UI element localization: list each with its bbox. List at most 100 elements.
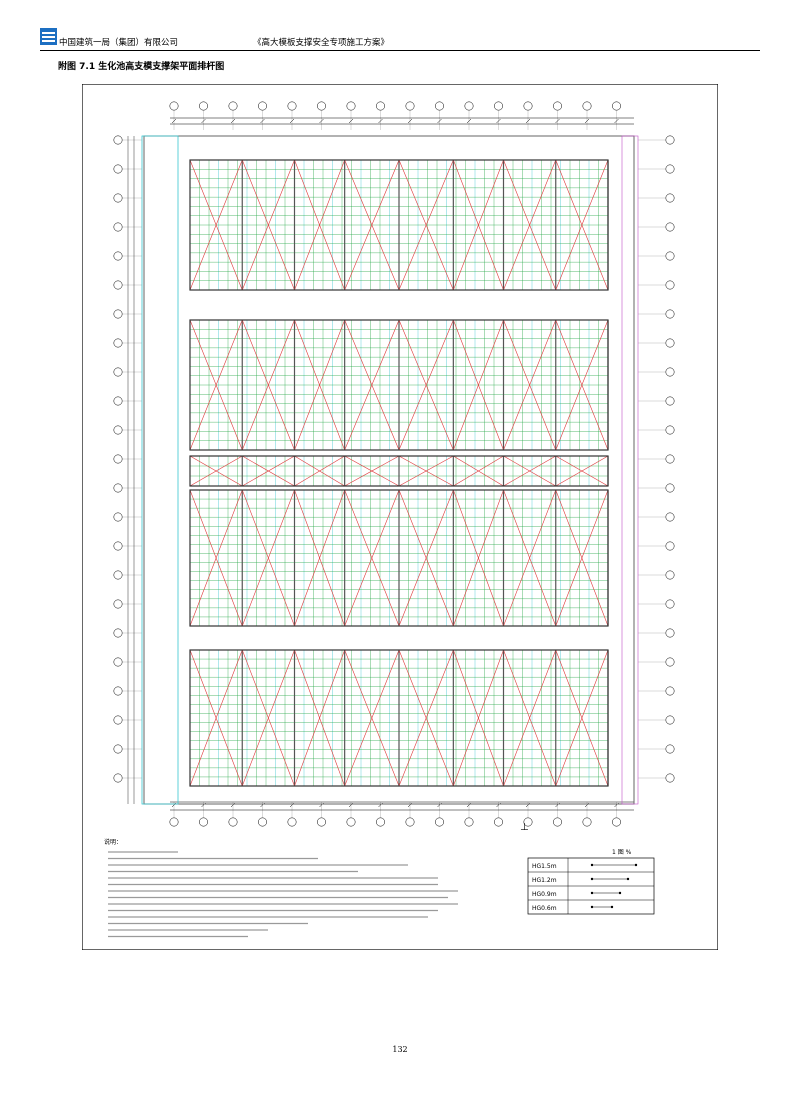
legend-symbol (590, 863, 594, 867)
diagonal-brace (555, 455, 609, 487)
support-bay (189, 455, 609, 487)
support-bays (189, 159, 609, 787)
legend-symbol (590, 877, 594, 881)
dimension-tick (348, 118, 354, 124)
diagonal-brace (503, 455, 556, 487)
bay-outline (189, 489, 609, 627)
legend-symbol (626, 877, 630, 881)
left-corridor (141, 135, 179, 805)
dimension-tick (614, 118, 619, 124)
legend-label: HG0.6m (532, 905, 557, 912)
figure-title: 附图 7.1 生化池高支模支撑架平面排杆图 (58, 62, 225, 72)
diagonal-brace (453, 649, 504, 787)
notes-block: 说明： (104, 838, 458, 938)
dimension-tick (230, 118, 236, 124)
diagonal-brace (503, 489, 557, 627)
legend-label: HG1.5m (532, 863, 557, 870)
dimension-tick (378, 118, 383, 124)
dimension-tick (525, 118, 531, 124)
dimension-tick (437, 118, 442, 124)
legend-symbol (590, 891, 594, 895)
diagonal-brace (241, 159, 295, 291)
dimension-lines (127, 117, 634, 811)
support-bay (189, 489, 609, 627)
diagonal-brace (294, 649, 345, 787)
diagonal-brace (453, 319, 504, 451)
page-number: 132 (392, 1045, 408, 1054)
right-corridor (621, 135, 639, 805)
diagonal-brace (294, 159, 345, 291)
left-axis-bubbles (113, 135, 142, 783)
legend-symbol (634, 863, 638, 867)
diagonal-brace (398, 455, 454, 487)
diagonal-brace (294, 455, 345, 487)
legend-symbol (610, 905, 614, 909)
diagonal-brace (189, 649, 243, 787)
bay-outline (189, 319, 609, 451)
company-logo (40, 28, 57, 45)
dimension-tick (171, 118, 177, 124)
bay-outline (189, 455, 609, 487)
legend-label: HG0.9m (532, 891, 557, 898)
dimension-tick (584, 118, 590, 124)
right-axis-bubbles (638, 135, 675, 783)
diagonal-brace (555, 159, 609, 291)
legend-symbol (590, 905, 594, 909)
diagonal-brace (189, 319, 243, 451)
diagonal-brace (189, 455, 243, 487)
legend-symbol (618, 891, 622, 895)
diagonal-brace (555, 319, 609, 451)
bay-outline (189, 159, 609, 291)
page-header: 中国建筑一局（集团）有限公司 《高大模板支撑安全专项施工方案》 (40, 28, 760, 51)
support-bay (189, 159, 609, 291)
dimension-tick (466, 118, 472, 124)
company-name: 中国建筑一局（集团）有限公司 (59, 38, 179, 48)
diagonal-brace (453, 455, 504, 487)
diagonal-brace (398, 159, 454, 291)
dimension-tick (407, 118, 413, 124)
support-bay (189, 319, 609, 451)
diagonal-brace (294, 319, 345, 451)
bay-outline (189, 649, 609, 787)
notes-heading: 说明： (104, 838, 122, 846)
diagonal-brace (398, 489, 454, 627)
diagonal-brace (344, 649, 400, 787)
diagonal-brace (344, 489, 400, 627)
diagonal-brace (344, 319, 400, 451)
diagonal-brace (294, 489, 345, 627)
outer-wall (143, 135, 635, 805)
top-axis-bubbles (169, 101, 621, 130)
diagonal-brace (503, 649, 557, 787)
document-title: 《高大模板支撑安全专项施工方案》 (253, 38, 390, 48)
legend-title: 1 图 % (612, 849, 632, 856)
diagonal-brace (453, 489, 504, 627)
diagonal-brace (344, 159, 400, 291)
diagonal-brace (503, 159, 557, 291)
diagonal-brace (241, 649, 295, 787)
diagonal-brace (242, 455, 295, 487)
diagonal-brace (555, 489, 609, 627)
notes-text-lines (108, 851, 458, 938)
diagonal-brace (189, 489, 243, 627)
dimension-tick (319, 118, 324, 124)
diagonal-brace (398, 649, 454, 787)
diagonal-brace (344, 455, 400, 487)
diagonal-brace (241, 319, 295, 451)
diagonal-brace (555, 649, 609, 787)
legend-label: HG1.2m (532, 877, 557, 884)
dimension-tick (496, 118, 501, 124)
diagonal-brace (398, 319, 454, 451)
dimension-tick (555, 118, 560, 124)
section-mark: ⊥ (520, 822, 529, 833)
dimension-tick (201, 118, 206, 124)
diagonal-brace (453, 159, 504, 291)
diagonal-brace (189, 159, 243, 291)
support-bay (189, 649, 609, 787)
dimension-tick (289, 118, 295, 124)
diagonal-brace (241, 489, 295, 627)
dimension-tick (260, 118, 265, 124)
diagonal-brace (503, 319, 557, 451)
